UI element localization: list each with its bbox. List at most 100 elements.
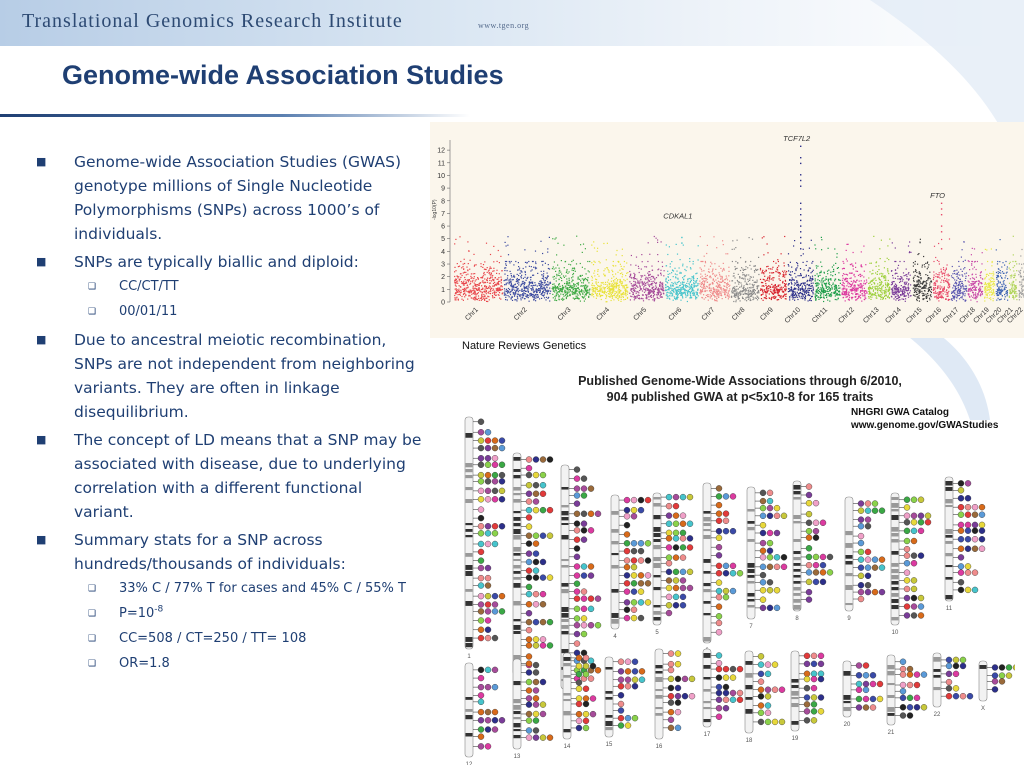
snp-point: [880, 272, 882, 274]
snp-point: [494, 283, 497, 286]
snp-point: [468, 292, 470, 294]
snp-point: [821, 296, 823, 298]
snp-point: [558, 291, 561, 293]
snp-point: [563, 286, 565, 288]
snp-point: [703, 285, 706, 287]
snp-point: [739, 286, 741, 288]
snp-point: [915, 293, 917, 296]
snp-point: [498, 273, 500, 275]
snp-point: [940, 270, 943, 272]
snp-point: [552, 238, 554, 240]
snp-point: [636, 285, 638, 287]
snp-point: [594, 290, 597, 292]
snp-point: [920, 286, 922, 288]
snp-point: [546, 292, 548, 294]
snp-point: [913, 271, 915, 273]
snp-point: [731, 295, 733, 297]
snp-point: [750, 294, 752, 297]
snp-point: [523, 290, 525, 292]
snp-point: [878, 277, 880, 279]
snp-point: [979, 287, 981, 289]
snp-point: [611, 277, 613, 279]
snp-point: [463, 287, 465, 289]
snp-point: [806, 260, 808, 263]
snp-point: [784, 280, 787, 282]
snp-point: [483, 282, 485, 284]
snp-point: [461, 274, 463, 277]
snp-point: [632, 285, 634, 288]
snp-point: [526, 294, 528, 296]
snp-point: [916, 296, 918, 298]
snp-point: [647, 292, 650, 294]
snp-point: [665, 294, 667, 296]
snp-point: [728, 290, 730, 292]
snp-point: [938, 293, 940, 295]
snp-point: [472, 288, 474, 290]
snp-point: [712, 273, 714, 275]
snp-point: [489, 253, 492, 256]
snp-point: [768, 280, 770, 282]
snp-point: [641, 294, 644, 296]
snp-point: [513, 287, 515, 289]
snp-point: [473, 277, 475, 280]
snp-point: [924, 290, 926, 292]
snp-point: [455, 278, 457, 280]
snp-point: [652, 275, 654, 277]
snp-point: [990, 287, 992, 289]
snp-point: [483, 271, 485, 274]
snp-point: [506, 260, 508, 263]
snp-point: [636, 278, 638, 280]
snp-point: [454, 292, 456, 295]
snp-point: [945, 293, 947, 296]
snp-point: [959, 282, 961, 284]
snp-point: [604, 287, 606, 289]
snp-point: [657, 288, 659, 290]
snp-point: [943, 281, 945, 283]
snp-point: [523, 287, 525, 289]
snp-point: [857, 274, 860, 276]
snp-point: [772, 285, 774, 287]
snp-point: [785, 286, 787, 288]
snp-point: [722, 269, 724, 271]
snp-point: [579, 300, 581, 302]
snp-point: [817, 265, 819, 267]
snp-point: [616, 282, 618, 284]
snp-point: [585, 294, 587, 296]
snp-point: [684, 291, 686, 293]
snp-point: [540, 285, 542, 287]
snp-point: [687, 292, 689, 295]
snp-point: [563, 267, 565, 269]
snp-point: [686, 285, 688, 287]
snp-point: [721, 281, 723, 283]
snp-point: [778, 275, 780, 277]
snp-point: [854, 291, 856, 293]
snp-point: [862, 295, 864, 297]
snp-point: [529, 295, 531, 297]
snp-point: [847, 281, 849, 283]
snp-point: [866, 291, 868, 293]
snp-point: [517, 280, 519, 282]
snp-point: [921, 266, 923, 268]
snp-point: [736, 285, 738, 287]
snp-point: [516, 279, 518, 281]
bullet-text: SNPs are typically biallic and diploid:: [74, 253, 359, 271]
snp-point: [915, 287, 917, 289]
snp-point: [766, 286, 768, 288]
snp-point: [621, 276, 623, 278]
snp-point: [565, 296, 568, 298]
snp-point: [734, 288, 736, 290]
snp-point: [898, 290, 900, 293]
snp-point: [481, 291, 484, 293]
snp-point: [604, 268, 606, 270]
snp-point: [929, 286, 931, 288]
snp-point: [583, 279, 586, 281]
snp-point: [718, 272, 720, 274]
snp-point: [774, 290, 776, 292]
snp-point: [596, 250, 598, 252]
snp-point: [922, 294, 924, 296]
snp-point: [624, 290, 626, 292]
snp-point: [945, 280, 947, 282]
bullet-text: The concept of LD means that a SNP may b…: [74, 431, 422, 521]
snp-point: [744, 269, 746, 271]
snp-point: [891, 242, 893, 244]
